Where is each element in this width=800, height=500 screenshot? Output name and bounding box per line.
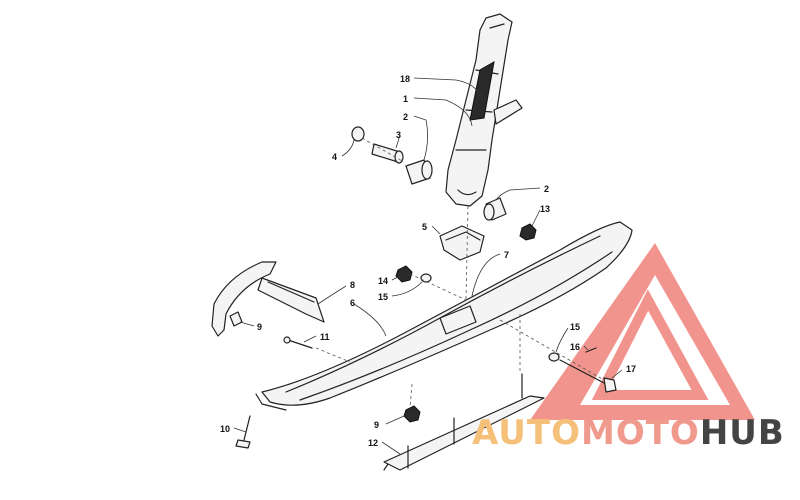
callout-11: 11 bbox=[320, 332, 330, 342]
callout-14: 14 bbox=[378, 276, 388, 286]
callout-12: 12 bbox=[368, 438, 378, 448]
callout-10: 10 bbox=[220, 424, 230, 434]
bolt-17 bbox=[559, 359, 617, 393]
screw-10 bbox=[235, 415, 251, 449]
watermark-auto: AUTO bbox=[472, 413, 581, 453]
triangle-a-logo bbox=[530, 243, 755, 420]
alignment-lines bbox=[315, 137, 605, 409]
nut-9-upper bbox=[229, 311, 243, 327]
callout-4: 4 bbox=[332, 152, 337, 162]
callout-labels: 18 1 2 3 4 2 13 5 7 14 15 8 6 9 11 15 16… bbox=[220, 74, 636, 448]
callout-15: 15 bbox=[378, 292, 388, 302]
bushing-right bbox=[483, 197, 507, 221]
wear-bar bbox=[383, 373, 545, 471]
callout-2: 2 bbox=[544, 184, 549, 194]
callout-15: 15 bbox=[570, 322, 580, 332]
callout-9: 9 bbox=[257, 322, 262, 332]
watermark-moto: MOTO bbox=[580, 413, 700, 453]
nut-13 bbox=[519, 223, 537, 241]
callout-3: 3 bbox=[396, 130, 401, 140]
callout-13: 13 bbox=[540, 204, 550, 214]
tube-part bbox=[371, 143, 404, 164]
callout-5: 5 bbox=[422, 222, 427, 232]
callout-7: 7 bbox=[504, 250, 509, 260]
automotohub-watermark: AUTOMOTOHUB bbox=[472, 416, 785, 450]
callout-18: 18 bbox=[400, 74, 410, 84]
callout-1: 1 bbox=[403, 94, 408, 104]
pin-16 bbox=[585, 347, 597, 353]
watermark-hub: HUB bbox=[699, 413, 785, 453]
callout-2: 2 bbox=[403, 112, 408, 122]
saddle-pad bbox=[439, 225, 485, 261]
callout-16: 16 bbox=[570, 342, 580, 352]
nut-9-lower bbox=[403, 405, 421, 423]
callout-6: 6 bbox=[350, 298, 355, 308]
callout-9: 9 bbox=[374, 420, 379, 430]
bolt-11 bbox=[283, 336, 313, 349]
nut-14 bbox=[395, 265, 413, 283]
bushing-left bbox=[405, 159, 433, 185]
callout-17: 17 bbox=[626, 364, 636, 374]
leader-lines bbox=[233, 77, 623, 455]
callout-8: 8 bbox=[350, 280, 355, 290]
spindle-part bbox=[445, 13, 523, 207]
ski-body bbox=[255, 221, 633, 411]
ski-handle bbox=[211, 261, 325, 337]
nut-left bbox=[351, 126, 365, 142]
